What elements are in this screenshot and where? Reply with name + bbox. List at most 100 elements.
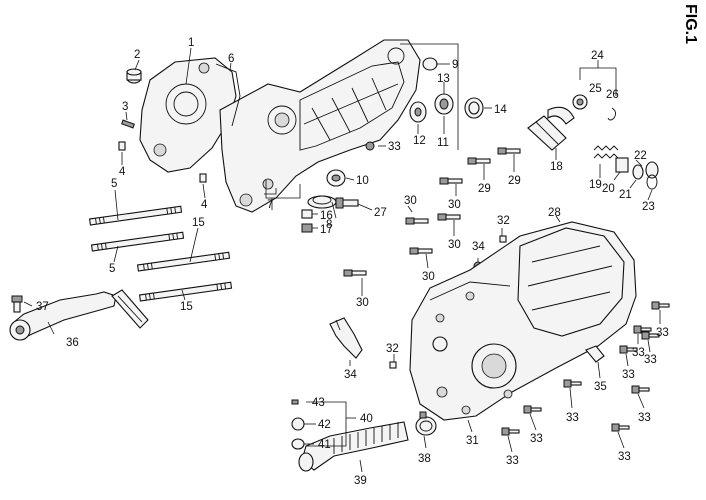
bolt (497, 147, 521, 155)
callout-label: 41 (318, 439, 331, 451)
dowel-pin (199, 173, 207, 183)
crankcase-main-body (219, 39, 421, 213)
spring-19 (593, 145, 619, 159)
lever-bolt-38 (11, 295, 23, 313)
callout-label: 33 (644, 354, 657, 366)
callout-label: 37 (36, 301, 49, 313)
stud-bolt (138, 281, 233, 302)
callout-label: 33 (566, 412, 579, 424)
callout-label: 33 (530, 433, 543, 445)
bolt (523, 405, 542, 414)
bolt (409, 247, 433, 255)
stud-bolt (88, 205, 183, 226)
callout-label: 33 (656, 327, 669, 339)
callout-label: 36 (66, 337, 79, 349)
callout-label: 6 (228, 53, 234, 65)
callout-label: 29 (478, 183, 491, 195)
callout-label: 14 (494, 104, 507, 116)
callout-label: 28 (548, 207, 561, 219)
callout-label: 5 (109, 263, 115, 275)
callout-label: 16 (320, 210, 333, 222)
bolt-17 (301, 223, 313, 233)
seal-9 (422, 57, 438, 71)
spring-clip-35 (329, 317, 363, 359)
bolt (651, 301, 670, 310)
stud-bolts (88, 205, 233, 302)
stud-bolt (90, 231, 185, 252)
grommet-43 (291, 417, 305, 431)
hose-clamp-39 (415, 411, 437, 436)
bolts-33-group (501, 301, 670, 436)
callout-label: 15 (192, 217, 205, 229)
callout-label: 8 (326, 219, 332, 231)
washer-22 (645, 161, 659, 179)
callout-label: 11 (437, 137, 449, 149)
callout-label: 20 (602, 183, 615, 195)
spring-clip-26 (607, 107, 617, 121)
callout-label: 30 (448, 239, 461, 251)
stud-bolt (136, 251, 231, 272)
bolt (619, 345, 638, 354)
callout-label: 33 (388, 141, 401, 153)
washer-42 (291, 438, 305, 450)
callout-label: 26 (606, 89, 619, 101)
callout-label: 18 (550, 161, 563, 173)
dowel-32 (389, 361, 397, 369)
callout-label: 19 (589, 179, 602, 191)
callout-label: 42 (318, 419, 331, 431)
callout-label: 21 (619, 189, 632, 201)
figure-title: FIG.1 (682, 4, 699, 44)
callout-label: 4 (119, 166, 126, 178)
callout-label: 4 (201, 199, 208, 211)
callout-label: 23 (642, 201, 655, 213)
cvt-inner-cover (517, 227, 625, 337)
callout-label: 32 (497, 215, 510, 227)
callout-label: 5 (111, 178, 117, 190)
callout-label: 33 (622, 369, 635, 381)
callout-label: 30 (404, 195, 417, 207)
bolt (611, 423, 630, 432)
callout-label: 29 (508, 175, 521, 187)
leader-lines (23, 43, 661, 473)
callout-label: 17 (320, 224, 333, 236)
callout-label: 30 (422, 271, 435, 283)
callout-label: 13 (437, 73, 450, 85)
dowel-32 (499, 235, 507, 243)
duct-hose-40 (301, 421, 409, 471)
washer-16 (301, 209, 313, 219)
screw-44 (291, 399, 299, 405)
callout-label: 35 (594, 381, 607, 393)
crankcase-left-half (139, 57, 237, 173)
callout-label: 9 (452, 59, 458, 71)
callout-label: 2 (134, 49, 140, 61)
bolt (633, 325, 652, 334)
callout-label: 38 (418, 453, 431, 465)
drain-bolt (335, 197, 359, 209)
callout-label: 25 (589, 83, 602, 95)
oil-strainer (307, 195, 337, 209)
bolt (405, 217, 429, 225)
callout-label: 34 (344, 369, 357, 381)
bolt (467, 157, 491, 165)
callout-label: 39 (354, 475, 367, 487)
kick-starter-spindle (527, 106, 575, 151)
callout-label: 24 (591, 50, 604, 62)
bearing-12 (409, 101, 427, 123)
air-duct-hose (298, 421, 409, 472)
callout-label: 7 (267, 199, 273, 211)
oil-seal-14 (464, 97, 484, 119)
oil-seal-10 (326, 169, 346, 187)
bolt (563, 379, 582, 388)
bushing-20 (615, 157, 629, 173)
crankcase-assembly (139, 39, 421, 213)
callout-label: 30 (356, 297, 369, 309)
bushing (126, 68, 142, 84)
bearing-13 (434, 93, 454, 115)
kick-starter-gear (572, 94, 588, 110)
callout-label: 15 (180, 301, 193, 313)
bolt (501, 427, 520, 436)
callout-label: 22 (634, 150, 647, 162)
callout-label: 30 (448, 199, 461, 211)
callout-label: 33 (506, 455, 519, 467)
kick-starter-lever (9, 289, 149, 341)
